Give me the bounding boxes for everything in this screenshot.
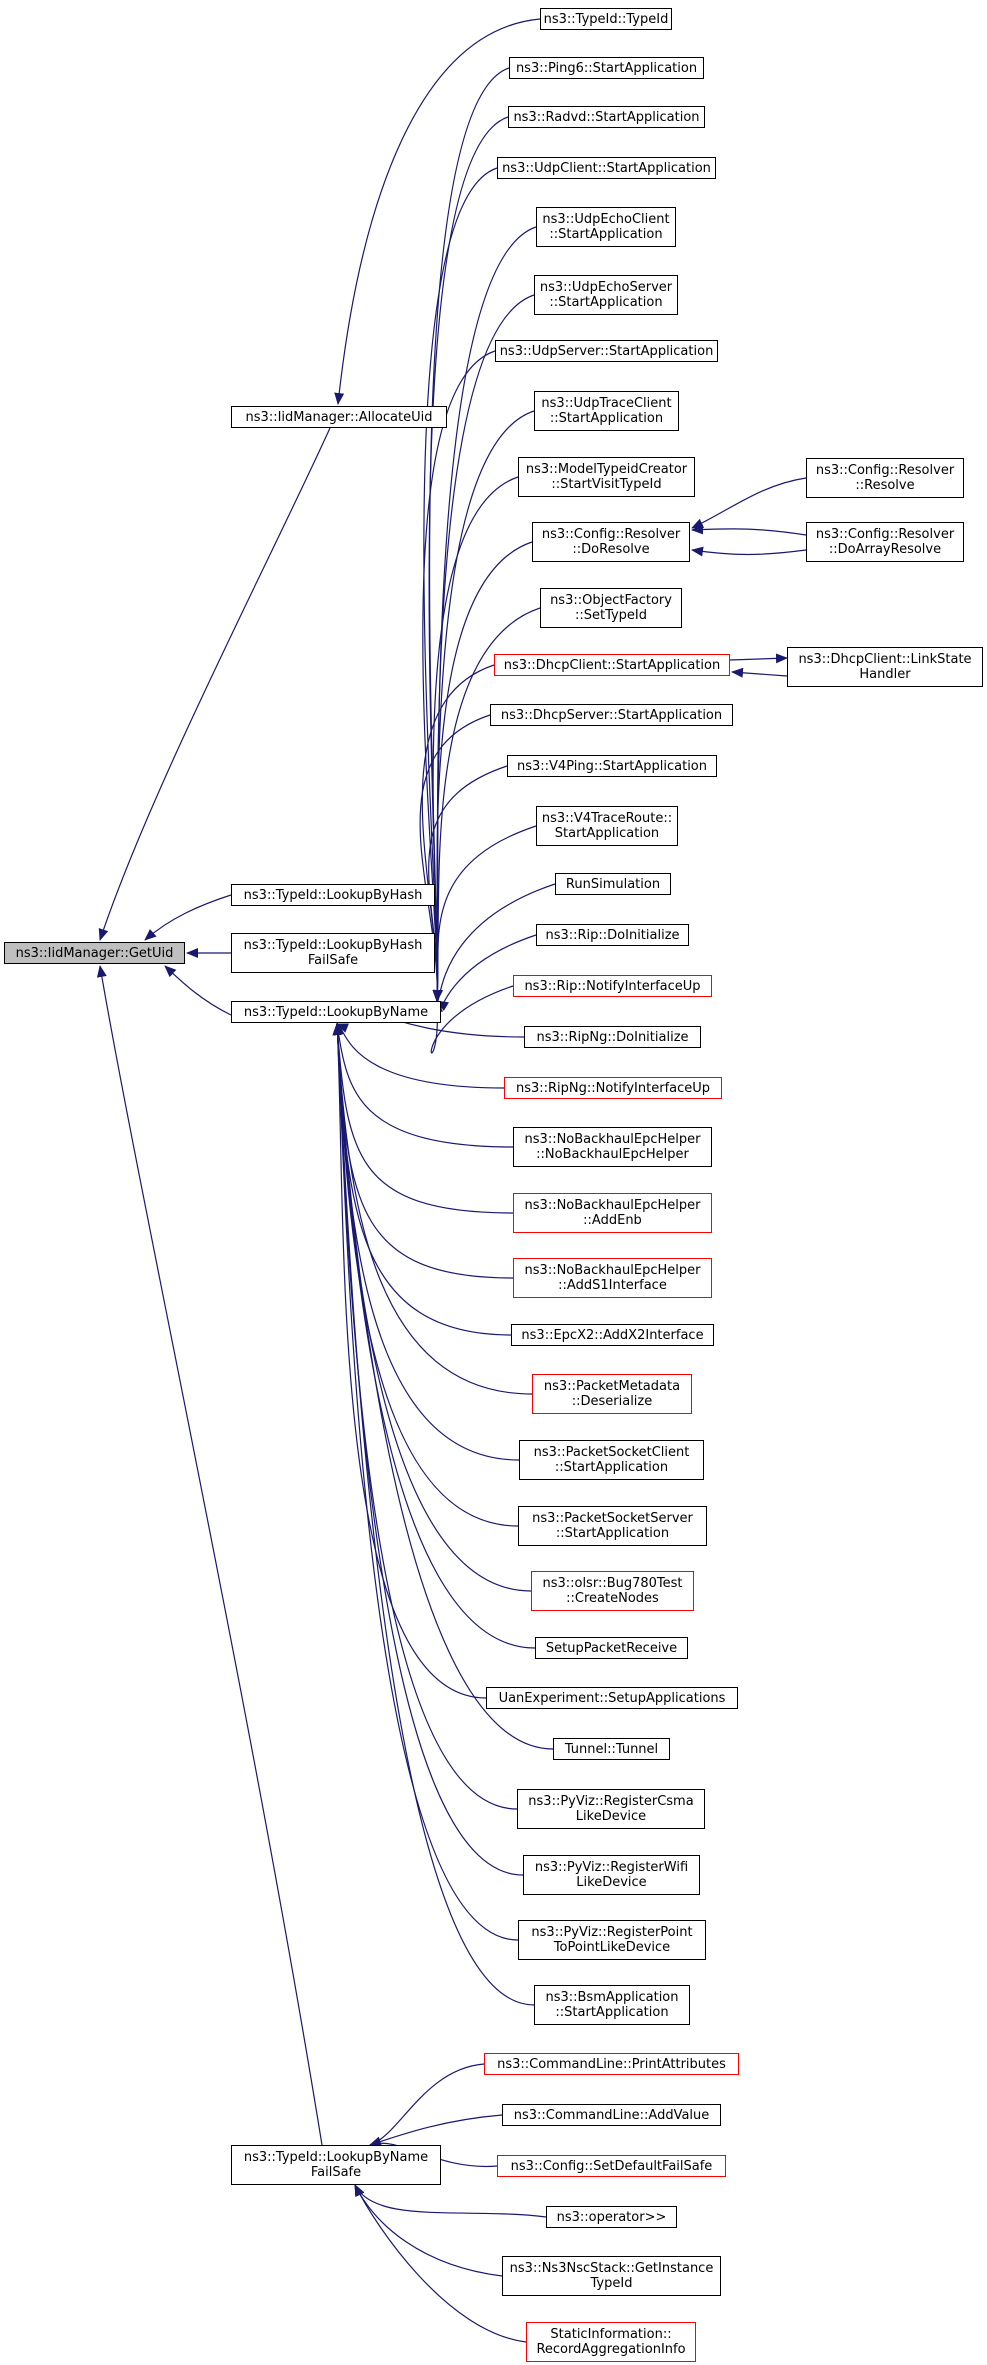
node-rip-notifyinterfaceup[interactable]: ns3::Rip::NotifyInterfaceUp xyxy=(513,975,712,997)
node-ripng-doinitialize[interactable]: ns3::RipNg::DoInitialize xyxy=(524,1026,701,1048)
edge-lower-caller-11-to-lookupbyname xyxy=(332,1023,536,1649)
node-bsmapplication-startapplication[interactable]: ns3::BsmApplication ::StartApplication xyxy=(534,1985,690,2025)
node-modeltypeidcreator-startvisittypeid[interactable]: ns3::ModelTypeidCreator ::StartVisitType… xyxy=(518,457,695,497)
edge-upper-caller-8-to-lookupbyname xyxy=(432,476,519,1002)
node-nobackhaulepchelper-ctor[interactable]: ns3::NoBackhaulEpcHelper ::NoBackhaulEpc… xyxy=(513,1127,712,1167)
edge-upper-caller-2-to-lookupbyname xyxy=(428,116,509,1002)
edge-doarrayresolve-to-doresolve xyxy=(691,524,807,536)
edge-lower-caller-17-to-lookupbyname xyxy=(332,1023,535,2006)
node-commandline-addvalue[interactable]: ns3::CommandLine::AddValue xyxy=(502,2104,721,2126)
node-udptraceclient-startapplication[interactable]: ns3::UdpTraceClient ::StartApplication xyxy=(534,391,679,431)
node-olsr-bug780test-createnodes[interactable]: ns3::olsr::Bug780Test ::CreateNodes xyxy=(531,1571,694,1611)
node-tunnel-tunnel[interactable]: Tunnel::Tunnel xyxy=(553,1738,670,1760)
edge-failsafe-caller-2 xyxy=(369,2114,503,2147)
edge-lower-caller-5-to-lookupbyname xyxy=(332,1023,514,1279)
node-typeid-lookupbyname[interactable]: ns3::TypeId::LookupByName xyxy=(231,1001,441,1023)
edge-lower-caller-8-to-lookupbyname xyxy=(332,1023,520,1461)
edge-lower-caller-13-to-lookupbyname xyxy=(332,1023,554,1750)
edge-resolve-to-doresolve xyxy=(691,477,807,529)
node-setuppacketreceive[interactable]: SetupPacketReceive xyxy=(535,1637,688,1659)
node-commandline-printattributes[interactable]: ns3::CommandLine::PrintAttributes xyxy=(484,2053,739,2075)
edge-lower-caller-12-to-lookupbyname xyxy=(332,1023,487,1699)
node-dhcpserver-startapplication[interactable]: ns3::DhcpServer::StartApplication xyxy=(490,704,733,726)
edge-linkstate-to-dhcpclient xyxy=(731,667,788,678)
node-udpechoclient-startapplication[interactable]: ns3::UdpEchoClient ::StartApplication xyxy=(536,207,676,247)
edge-upper-caller-13-to-lookupbyname xyxy=(428,765,508,1002)
node-packetsocketserver-startapplication[interactable]: ns3::PacketSocketServer ::StartApplicati… xyxy=(518,1506,707,1546)
node-staticinformation-recordaggregationinfo[interactable]: StaticInformation:: RecordAggregationInf… xyxy=(526,2322,696,2362)
node-epcx2-addx2interface[interactable]: ns3::EpcX2::AddX2Interface xyxy=(511,1324,714,1346)
node-udpechoserver-startapplication[interactable]: ns3::UdpEchoServer ::StartApplication xyxy=(534,275,678,315)
edge-lower-caller-2-to-lookupbyname xyxy=(336,1023,505,1089)
node-udpclient-startapplication[interactable]: ns3::UdpClient::StartApplication xyxy=(497,157,716,179)
edge-allocateuid-to-getuid xyxy=(98,427,331,941)
edge-failsafe-caller-5 xyxy=(354,2184,503,2277)
node-udpserver-startapplication[interactable]: ns3::UdpServer::StartApplication xyxy=(495,340,718,362)
node-config-resolver-resolve[interactable]: ns3::Config::Resolver ::Resolve xyxy=(806,458,964,498)
node-config-resolver-doarrayresolve[interactable]: ns3::Config::Resolver ::DoArrayResolve xyxy=(806,522,964,562)
node-dhcpclient-startapplication[interactable]: ns3::DhcpClient::StartApplication xyxy=(494,654,730,676)
edge-upper-caller-17-to-lookupbyname xyxy=(430,985,514,1054)
node-dhcpclient-linkstatehandler[interactable]: ns3::DhcpClient::LinkState Handler xyxy=(787,647,983,687)
node-radvd-startapplication[interactable]: ns3::Radvd::StartApplication xyxy=(508,106,705,128)
node-ripng-notifyinterfaceup[interactable]: ns3::RipNg::NotifyInterfaceUp xyxy=(504,1077,722,1099)
edge-failsafe-caller-4 xyxy=(354,2184,547,2218)
node-operator-shift[interactable]: ns3::operator>> xyxy=(546,2206,677,2228)
node-rip-doinitialize[interactable]: ns3::Rip::DoInitialize xyxy=(536,924,689,946)
edge-lookupbyname-failsafe-to-getuid xyxy=(96,965,323,2146)
node-ns3nscstack-getinstancetypeid[interactable]: ns3::Ns3NscStack::GetInstance TypeId xyxy=(502,2256,721,2296)
edge-upper-caller-1-to-lookupbyname xyxy=(428,67,510,1002)
node-pyviz-registerwifilikedevice[interactable]: ns3::PyViz::RegisterWifi LikeDevice xyxy=(523,1855,700,1895)
node-typeid-lookupbyname-failsafe[interactable]: ns3::TypeId::LookupByName FailSafe xyxy=(231,2145,441,2185)
node-packetsocketclient-startapplication[interactable]: ns3::PacketSocketClient ::StartApplicati… xyxy=(519,1440,704,1480)
node-config-resolver-doresolve[interactable]: ns3::Config::Resolver ::DoResolve xyxy=(532,522,690,562)
node-iidmanager-getuid: ns3::IidManager::GetUid xyxy=(4,942,185,964)
node-typeid-typeid[interactable]: ns3::TypeId::TypeId xyxy=(540,8,672,30)
node-objectfactory-settypeid[interactable]: ns3::ObjectFactory ::SetTypeId xyxy=(540,588,682,628)
node-iidmanager-allocateuid[interactable]: ns3::IidManager::AllocateUid xyxy=(231,406,447,428)
edge-lookupbyname-to-getuid xyxy=(164,965,232,1016)
node-runsimulation[interactable]: RunSimulation xyxy=(555,873,671,895)
edge-lower-caller-4-to-lookupbyname xyxy=(332,1023,514,1214)
node-pyviz-registercsmalikedevice[interactable]: ns3::PyViz::RegisterCsma LikeDevice xyxy=(517,1789,705,1829)
edge-lower-caller-6-to-lookupbyname xyxy=(332,1023,512,1336)
node-uanexperiment-setupapplications[interactable]: UanExperiment::SetupApplications xyxy=(486,1687,738,1709)
node-v4ping-startapplication[interactable]: ns3::V4Ping::StartApplication xyxy=(507,755,717,777)
edge-doresolve-to-doarrayresolve xyxy=(691,546,807,557)
node-packetmetadata-deserialize[interactable]: ns3::PacketMetadata ::Deserialize xyxy=(532,1374,692,1414)
edge-upper-caller-6-to-lookupbyname xyxy=(422,350,496,1002)
edge-typeid-to-allocateuid xyxy=(334,18,541,405)
edge-dhcpclient-to-linkstate xyxy=(729,653,788,664)
edge-lower-caller-3-to-lookupbyname xyxy=(333,1023,514,1148)
node-pyviz-registerpointtopointlikedevice[interactable]: ns3::PyViz::RegisterPoint ToPointLikeDev… xyxy=(518,1920,706,1960)
edge-failsafe-caller-1 xyxy=(369,2063,485,2147)
node-nobackhaulepchelper-addenb[interactable]: ns3::NoBackhaulEpcHelper ::AddEnb xyxy=(513,1193,712,1233)
edge-lookupbyhash-to-getuid xyxy=(144,894,232,941)
edge-upper-caller-14-to-lookupbyname xyxy=(433,825,537,1002)
edge-lower-caller-16-to-lookupbyname xyxy=(332,1023,519,1941)
edge-lower-caller-7-to-lookupbyname xyxy=(332,1023,533,1395)
node-typeid-lookupbyhash-failsafe[interactable]: ns3::TypeId::LookupByHash FailSafe xyxy=(231,933,435,973)
edge-upper-caller-15-to-lookupbyname xyxy=(436,883,556,1011)
node-nobackhaulepchelper-adds1interface[interactable]: ns3::NoBackhaulEpcHelper ::AddS1Interfac… xyxy=(513,1258,712,1298)
node-config-setdefaultfailsafe[interactable]: ns3::Config::SetDefaultFailSafe xyxy=(497,2155,726,2177)
node-ping6-startapplication[interactable]: ns3::Ping6::StartApplication xyxy=(509,57,704,79)
edge-failsafe-caller-6 xyxy=(354,2184,527,2343)
node-typeid-lookupbyhash[interactable]: ns3::TypeId::LookupByHash xyxy=(231,884,435,906)
node-v4traceroute-startapplication[interactable]: ns3::V4TraceRoute:: StartApplication xyxy=(536,806,678,846)
